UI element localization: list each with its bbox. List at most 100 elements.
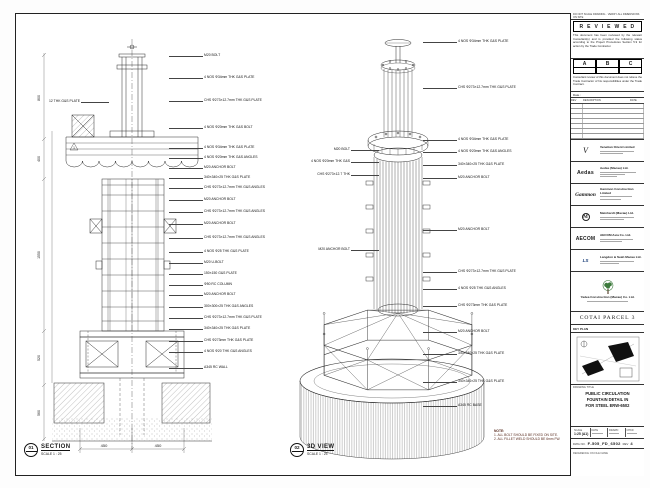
annotation-label: A345 RC WALL [169, 365, 228, 369]
notes-title: NOTE: [494, 429, 505, 433]
annotation-label: CHS Φ273×12.7mm THK G&S ANGLES [169, 185, 265, 189]
annotation-label: CHS Φ273×12.7mm THK G&S PLATE [169, 315, 262, 319]
annotation-label: M20 ANCHOR BOLT [169, 221, 236, 225]
consultant-row: V Venetian Orient Limited [571, 140, 644, 162]
title-block: DO NOT SCALE DRAWING · VERIFY ALL DIMENS… [570, 13, 644, 476]
contractor-box: Yadea Construction (Macau) Co. Ltd. [571, 272, 644, 312]
rev-value: 4 [630, 441, 633, 446]
aecom-logo-icon: AECOM [575, 235, 596, 242]
revision-row [571, 104, 644, 109]
rev-label: REV [622, 441, 629, 446]
detail-bubble-icon: 02 [290, 443, 304, 457]
drawn-label: DRAWN [609, 428, 619, 432]
annotation-label: CHS Φ273mm THK G&S PLATE [422, 303, 508, 307]
annotation-label: 340×340×25 THK G&S PLATE [168, 175, 251, 179]
annotation-label: M20 ANCHOR BOLT [292, 247, 379, 252]
file-reference-note: REFERENCE ON FILE NAME [573, 451, 609, 455]
annotation-label: 4 NOS Φ25 THK G&S ANGLES [423, 286, 506, 290]
scale-label: SCALE [574, 428, 583, 432]
consultant-name: Langdon & Seah Macau Ltd. [600, 254, 642, 259]
stamp-body-text: This document has been reviewed by the r… [571, 33, 644, 59]
dim-label: 400 [37, 156, 41, 162]
annotation-label: 340×340×25 THK G&S PLATE [422, 379, 505, 383]
note-line: 1. ALL BOLT SHOULD BE FIXED ON SITE. [494, 433, 559, 438]
view-number: 01 [28, 445, 34, 450]
annotation-label: Φ50 RC COLUMN [169, 282, 232, 286]
annotation-label: 12 THK G&S PLATE [22, 99, 109, 104]
date-label: DATE [591, 428, 598, 432]
annotation-label: 4 NOS Φ20mm THK G&S ANGLES [423, 149, 512, 153]
annotation-label: 340×340×25 THK G&S PLATE [422, 162, 505, 166]
annotation-label: 4 NOS Φ20mm THK G&S [292, 159, 379, 164]
annotation-label: 4 NOS Φ34mm THK G&S PLATE [168, 75, 255, 79]
status-mark-row [573, 68, 642, 74]
aedas-logo-icon: Aedas [576, 169, 595, 176]
annotation-label: 4 NOS Φ34mm THK G&S PLATE [422, 137, 509, 141]
view-title: SECTION [41, 443, 71, 452]
general-notes: NOTE: 1. ALL BOLT SHOULD BE FIXED ON SIT… [494, 429, 572, 441]
note-line: 2. ALL FILLET WELD SHOULD BE 6mm FW. [494, 437, 561, 442]
annotation-label: CHS Φ273×12.7mm THK G&S ANGLES [169, 209, 265, 213]
revision-table: REV DESCRIPTION DATE [571, 98, 644, 140]
consultant-row: Aedas Aedas (Macau) Ltd. [571, 162, 644, 184]
annotation-label: M20 ANCHOR BOLT [423, 227, 490, 231]
checked-label: CHKD [626, 428, 634, 432]
dim-label: 560 [37, 410, 41, 416]
drawing-title-label: DRAWING TITLE [573, 386, 594, 389]
annotation-label: M20 ANCHOR BOLT [169, 197, 236, 201]
rev-col-header: REV [571, 99, 577, 102]
view-scale: SCALE 1 : 25 [41, 452, 62, 457]
venetian-logo-icon: V [583, 146, 588, 155]
key-plan-label: KEY PLAN [571, 325, 644, 333]
dwg-no-label: DWG NO. [573, 441, 586, 446]
consultant-name: Venetian Orient Limited [600, 144, 635, 149]
annotation-label: 4 NOS Φ20 THK G&S ANGLES [169, 349, 252, 353]
drawing-title-box: DRAWING TITLE PUBLIC CIRCULATION FOUNTAI… [571, 385, 644, 427]
drawing-title-line: FOUNTAIN DETAIL IN [586, 397, 629, 403]
revision-row [571, 119, 644, 124]
annotation-label: M20 ANCHOR BOLT [423, 175, 490, 179]
consultant-name: Aedas (Macau) Ltd. [600, 165, 629, 170]
annotation-label: 300×300×25 THK G&S ANGLES [168, 304, 254, 308]
consultant-name: AECOM Asia Co. Ltd. [600, 232, 632, 237]
status-option-row: A B C [573, 59, 642, 68]
annotation-label: M20 U-BOLT [169, 260, 224, 264]
drawing-title-line: PUBLIC CIRCULATION [585, 391, 630, 396]
annotation-label: 340×340×25 THK G&S PLATE [168, 326, 251, 330]
dim-label: 520 [37, 355, 41, 361]
rev-col-header: DATE [630, 99, 637, 102]
revision-marker: 1 [73, 146, 75, 150]
annotation-label: 4 NOS Φ20mm THK G&S BOLT [169, 125, 253, 129]
annotation-label: A345 RC BASE [423, 403, 482, 407]
stamp-disclaimer-text: Consultant review of this document does … [571, 75, 644, 92]
annotation-label: 4 NOS Φ34mm THK G&S PLATE [422, 39, 509, 43]
3d-view-drawing [299, 39, 485, 460]
drawing-title-line: FOR STEEL ERW-6502 [585, 403, 630, 409]
fields-row: SCALE 1:25 (A1) DATE DRAWN CHKD [571, 427, 644, 439]
revision-row [571, 134, 644, 139]
caution-strip: DO NOT SCALE DRAWING · VERIFY ALL DIMENS… [571, 13, 644, 20]
status-option-b: B [596, 59, 619, 68]
reviewed-stamp: R E V I E W E D [573, 21, 642, 32]
consultant-row: LS Langdon & Seah Macau Ltd. [571, 250, 644, 272]
dim-label: 450 [101, 443, 108, 448]
scale-value: 1:25 (A1) [574, 431, 589, 436]
section-view-drawing: 450 450 800 400 1550 520 560 1 [37, 39, 212, 453]
langdon-seah-logo-icon: LS [582, 258, 589, 263]
revision-row [571, 124, 644, 129]
contractor-name: Yadea Construction (Macau) Co. Ltd. [580, 294, 635, 299]
dim-label: 450 [155, 443, 162, 448]
detail-bubble-icon: 01 [24, 443, 38, 457]
annotation-label: M20 BOLT [292, 147, 379, 152]
annotation-label: CHS Φ273mm THK G&S PLATE [168, 338, 254, 342]
annotation-label: M20 BOLT [168, 53, 221, 57]
annotation-label: CHS Φ273×12.7 THK [292, 172, 379, 177]
tree-logo-icon [602, 279, 613, 294]
annotation-label: M20 ANCHOR BOLT [169, 165, 236, 169]
annotation-label: CHS Φ273×12.7mm THK G&S PLATE [423, 269, 516, 273]
stamp-date-field: Date : [571, 92, 644, 98]
consultant-row: AECOM AECOM Asia Co. Ltd. [571, 228, 644, 250]
revision-row [571, 109, 644, 114]
consultant-row: M Meinhardt (Macau) Ltd. [571, 206, 644, 228]
